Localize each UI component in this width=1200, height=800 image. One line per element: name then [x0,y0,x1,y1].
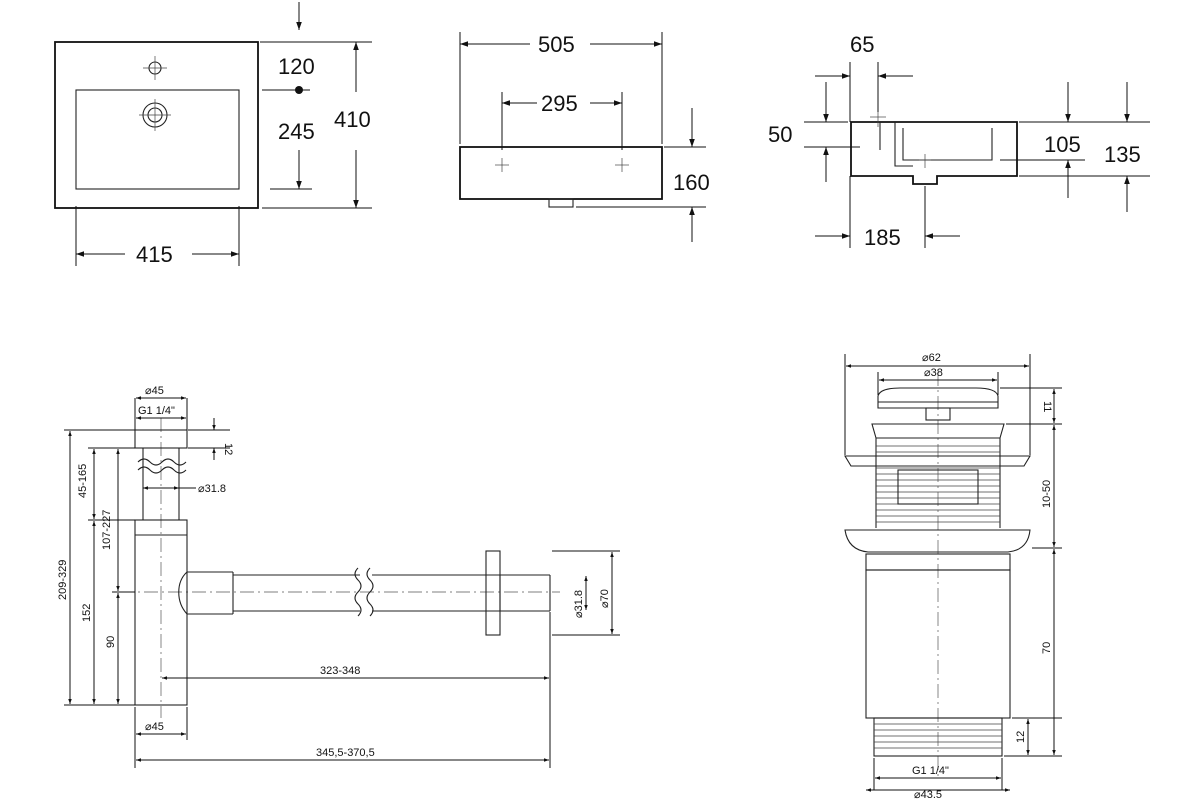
dim-siphon-dia-45-top: ⌀45 [145,385,164,397]
basin-side-view: 65 50 105 135 185 [768,32,1150,250]
side-bowl-profile [902,128,993,161]
front-outline [459,146,663,200]
drain-hole [139,99,171,131]
dim-siphon-12: 12 [222,443,234,455]
tap-hole-mark [143,56,167,80]
dim-410: 410 [334,107,371,132]
dim-siphon-345-370: 345,5-370,5 [316,747,375,759]
basin-front-view: 505 295 160 [459,32,710,242]
fixing-hole-right [615,158,629,172]
side-outline [850,121,1018,185]
bottle-body [134,519,188,706]
dim-valve-12: 12 [1015,731,1027,743]
dim-65: 65 [850,32,874,57]
basin-top-view: 120 245 410 415 [54,2,372,267]
dim-415: 415 [136,242,173,267]
dim-505: 505 [538,32,575,57]
valve-washer [844,529,1031,553]
dim-siphon-dia-31-8: ⌀31.8 [198,483,226,495]
fixing-hole-left [495,158,509,172]
dim-valve-thread: G1 1/4" [912,765,949,777]
dim-siphon-45-165: 45-165 [77,464,89,498]
drain-valve-drawing: ⌀62 ⌀38 11 10-50 70 12 G1 1/4" ⌀43.5 [844,352,1062,800]
side-inner-profile [879,122,913,167]
dim-valve-62: ⌀62 [922,352,941,364]
dim-valve-11: 11 [1041,401,1053,412]
valve-bottom-thread [873,717,1003,757]
dim-185: 185 [864,225,901,250]
dim-siphon-pipe-31-8: ⌀31.8 [573,590,585,618]
break-mark-top [137,458,187,466]
basin-bowl [75,89,240,190]
dim-valve-10-50: 10-50 [1041,480,1053,508]
dim-siphon-323-348: 323-348 [320,665,360,677]
dim-295: 295 [541,91,578,116]
valve-lock-nut [844,455,1031,467]
dim-valve-70: 70 [1041,642,1053,654]
top-nut [134,429,188,449]
dim-siphon-107-227: 107-227 [101,510,113,550]
dim-160: 160 [673,170,710,195]
pipe-elbow [178,571,188,615]
dim-siphon-90: 90 [105,636,117,648]
dim-valve-38: ⌀38 [924,367,943,379]
dim-105: 105 [1044,132,1081,157]
basin-outline [54,41,259,209]
valve-cap [877,387,999,409]
dim-siphon-152: 152 [81,604,93,622]
dim-245: 245 [278,119,315,144]
valve-thread [875,438,1001,528]
dim-siphon-209-329: 209-329 [57,560,69,600]
wall-flange [485,550,501,636]
dim-120: 120 [278,54,315,79]
break-mark-pipe [354,567,362,617]
dim-valve-43-5: ⌀43.5 [914,789,942,800]
dim-siphon-dia-45-bottom: ⌀45 [145,721,164,733]
bottle-siphon-drawing: ⌀45 G1 1/4" 12 ⌀31.8 45-165 107-227 209-… [57,385,620,768]
dim-50: 50 [768,122,792,147]
drain-outlet [548,198,574,208]
dim-siphon-thread: G1 1/4" [138,405,175,417]
dim-siphon-70: ⌀70 [599,589,611,608]
dim-135: 135 [1104,142,1141,167]
